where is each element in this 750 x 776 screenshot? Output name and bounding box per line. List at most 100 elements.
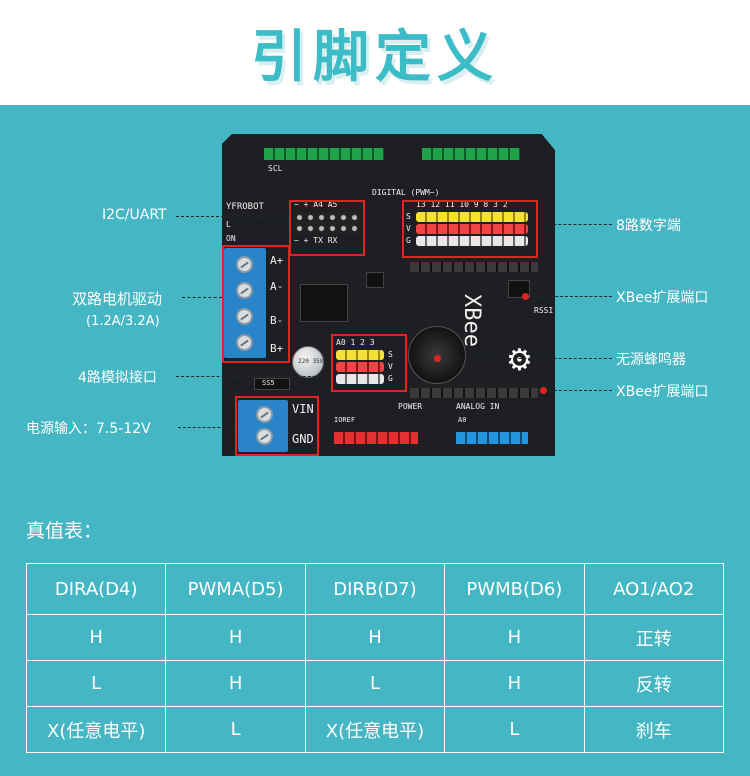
analog-s-label: S [388, 350, 393, 359]
power-pin-ioref: IOREF [334, 416, 356, 424]
table-cell: H [444, 614, 585, 661]
analog-header [456, 432, 528, 444]
diode-label: SS5 [262, 379, 275, 387]
page-title: 引脚定义 [251, 25, 499, 90]
highlight-i2c [289, 200, 365, 256]
rssi-label: RSSI [534, 306, 554, 315]
regulator-chip [366, 272, 384, 288]
power-terminal [238, 400, 288, 452]
digital-header-left [264, 148, 384, 160]
analog-v-label: V [388, 362, 393, 371]
table-cell: 反转 [583, 660, 725, 707]
highlight-digital [402, 200, 538, 258]
table-row: H H H H 正转 [25, 614, 725, 661]
leader-digital [538, 224, 612, 225]
truth-table-title: 真值表： [26, 520, 103, 542]
xbee-silk-label: XBee [459, 294, 484, 347]
table-cell: 刹车 [583, 706, 725, 753]
callout-buzzer: 无源蜂鸣器 [616, 352, 686, 368]
header-pwmb: PWMB(D6) [444, 563, 585, 615]
leader-i2c [176, 216, 289, 217]
digital-numbers: 13 12 11 10 9 8 3 2 [416, 200, 508, 209]
truth-table: DIRA(D4) PWMA(D5) DIRB(D7) PWMB(D6) AO1/… [25, 563, 725, 753]
table-row: X(任意电平) L X(任意电平) L 刹车 [25, 706, 725, 753]
header-section: 引脚定义 [0, 0, 750, 105]
i2c-bottom-label: − + TX RX [294, 236, 338, 245]
digital-v-label: V [406, 224, 411, 233]
header-output: AO1/AO2 [583, 563, 725, 615]
screw-vin [256, 406, 273, 423]
leader-buzzer [438, 358, 612, 359]
callout-digital: 8路数字端 [616, 218, 681, 234]
dot-xbee-top [522, 293, 529, 300]
i2c-top-label: − + A4 A5 [294, 200, 338, 209]
callout-motor-current: (1.2A/3.2A) [86, 314, 160, 329]
screw-a-minus [236, 282, 253, 299]
digital-vcc-row [416, 224, 528, 234]
leader-xbee-top [526, 296, 612, 297]
table-cell: H [165, 660, 306, 707]
led-l-label: L [226, 220, 231, 229]
highlight-power-terminal [235, 396, 319, 456]
screw-b-plus [236, 334, 253, 351]
pin-label-scl: SCL [268, 164, 283, 173]
table-row: L H L H 反转 [25, 660, 725, 707]
analog-signal-row [336, 350, 384, 360]
callout-xbee-bottom: XBee扩展端口 [616, 384, 709, 400]
analog-vcc-row [336, 362, 384, 372]
table-cell: X(任意电平) [304, 706, 446, 753]
header-dirb: DIRB(D7) [304, 563, 446, 615]
callout-i2c: I2C/UART [102, 207, 167, 223]
analog-header-label: ANALOG IN [456, 402, 500, 411]
analog-pin-a0: A0 [458, 416, 467, 424]
callout-analog: 4路模拟接口 [78, 370, 157, 386]
motor-label-b-plus: B+ [270, 342, 284, 355]
led-on-label: ON [226, 234, 236, 243]
dot-buzzer [434, 355, 441, 362]
motor-label-b-minus: B- [270, 314, 284, 327]
table-cell: H [165, 614, 306, 661]
screw-a-plus [236, 256, 253, 273]
table-cell: L [304, 660, 446, 707]
motor-label-a-minus: A- [270, 280, 284, 293]
highlight-motor-terminal [222, 245, 290, 363]
digital-label: DIGITAL (PWM~) [372, 188, 440, 197]
callout-power: 电源输入：7.5-12V [26, 421, 151, 437]
driver-chip [300, 284, 348, 322]
digital-header-right [422, 148, 520, 160]
gear-icon: ⚙ [506, 344, 533, 377]
xbee-header-top [410, 262, 538, 272]
capacitor [292, 346, 324, 378]
table-cell: L [165, 706, 306, 753]
analog-gnd-row [336, 374, 384, 384]
table-cell: X(任意电平) [25, 706, 167, 753]
motor-label-a-plus: A+ [270, 254, 284, 267]
table-header-row: DIRA(D4) PWMA(D5) DIRB(D7) PWMB(D6) AO1/… [25, 563, 725, 615]
power-header-label: POWER [398, 402, 423, 411]
screw-b-minus [236, 308, 253, 325]
power-label-vin: VIN [292, 402, 314, 416]
i2c-header [294, 212, 360, 234]
brand-label: YFROBOT [226, 202, 264, 212]
leader-analog [176, 376, 331, 377]
callout-motor-driver: 双路电机驱动 [72, 290, 163, 308]
table-cell: L [444, 706, 585, 753]
highlight-analog [331, 334, 407, 392]
leader-power [178, 427, 235, 428]
digital-g-label: G [406, 236, 411, 245]
table-cell: H [304, 614, 446, 661]
analog-numbers: A0 1 2 3 [336, 338, 375, 347]
table-cell: H [444, 660, 585, 707]
xbee-header-bottom [410, 388, 538, 398]
motor-terminal [224, 248, 266, 358]
power-label-gnd: GND [292, 432, 314, 446]
table-cell: H [25, 614, 167, 661]
callout-xbee-top: XBee扩展端口 [616, 290, 709, 306]
screw-gnd [256, 428, 273, 445]
diode [254, 378, 290, 390]
table-cell: 正转 [583, 614, 725, 661]
dot-xbee-bottom [540, 387, 547, 394]
power-header [334, 432, 418, 444]
digital-s-label: S [406, 212, 411, 221]
digital-gnd-row [416, 236, 528, 246]
